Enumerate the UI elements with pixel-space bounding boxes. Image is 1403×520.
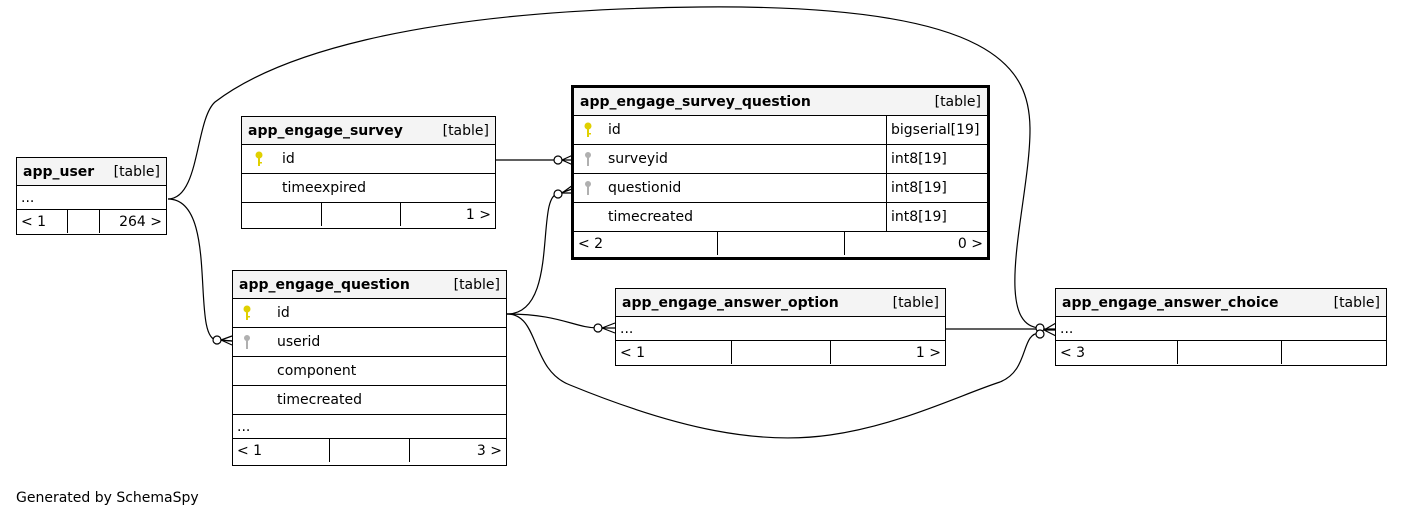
table-app-engage-survey-question[interactable]: app_engage_survey_question [table] id bi… [571, 85, 990, 260]
optional-marker [553, 189, 563, 199]
table-kind: [table] [113, 163, 160, 180]
optional-marker [553, 155, 563, 165]
footer-middle [68, 210, 100, 233]
parents-count: < 3 [1056, 341, 1178, 364]
column-name: questionid [608, 180, 682, 196]
table-app-engage-answer-option[interactable]: app_engage_answer_option [table] ... < 1… [615, 288, 946, 366]
children-count: 1 > [915, 344, 941, 361]
edge-question-answerchoice [506, 313, 1041, 439]
children-count: 3 > [476, 442, 502, 459]
table-app-user[interactable]: app_user [table] ... < 1 264 > [16, 157, 167, 235]
more-columns: ... [1056, 317, 1386, 341]
table-kind: [table] [453, 276, 500, 293]
table-name: app_engage_answer_choice [1062, 294, 1279, 311]
footer-middle [718, 232, 845, 255]
crowfoot-marker [1043, 322, 1057, 337]
table-name: app_engage_survey [248, 122, 403, 139]
column-row: timeexpired [242, 174, 495, 203]
column-row: id [233, 299, 506, 328]
table-footer: < 3 [1056, 341, 1386, 364]
children-count: 1 > [465, 206, 491, 223]
table-kind: [table] [442, 122, 489, 139]
primary-key-icon [233, 305, 261, 321]
column-row: component [233, 357, 506, 386]
table-header: app_user [table] [17, 158, 166, 186]
footer-middle [330, 439, 410, 462]
parents-count [242, 203, 322, 226]
column-name: id [608, 122, 621, 138]
column-name: userid [277, 334, 321, 350]
edge-user-answer-choice [167, 6, 1041, 329]
table-app-engage-answer-choice[interactable]: app_engage_answer_choice [table] ... < 3 [1055, 288, 1387, 366]
table-app-engage-survey[interactable]: app_engage_survey [table] id timeexpired… [241, 116, 496, 229]
table-footer: < 2 0 > [574, 232, 987, 255]
parents-count: < 1 [616, 341, 732, 364]
column-type: bigserial[19] [886, 116, 987, 144]
table-name: app_user [23, 163, 95, 180]
column-row: questionid int8[19] [574, 174, 987, 203]
column-name: timecreated [277, 392, 362, 408]
column-row: timecreated int8[19] [574, 203, 987, 232]
column-name: id [277, 305, 290, 321]
column-row: userid [233, 328, 506, 357]
column-row: id [242, 145, 495, 174]
column-row: id bigserial[19] [574, 116, 987, 145]
table-footer: 1 > [242, 203, 495, 226]
generator-credit: Generated by SchemaSpy [16, 490, 199, 506]
table-header: app_engage_survey [table] [242, 117, 495, 145]
more-columns: ... [233, 415, 506, 439]
more-columns: ... [17, 186, 166, 210]
more-columns: ... [616, 317, 945, 341]
column-type: int8[19] [886, 203, 987, 231]
table-kind: [table] [1333, 294, 1380, 311]
foreign-key-icon [233, 334, 261, 350]
footer-middle [322, 203, 401, 226]
footer-middle [1178, 341, 1282, 364]
table-app-engage-question[interactable]: app_engage_question [table] id userid co… [232, 270, 507, 466]
table-footer: < 1 1 > [616, 341, 945, 364]
edge-user-question [167, 198, 233, 342]
primary-key-icon [574, 122, 602, 138]
table-footer: < 1 3 > [233, 439, 506, 462]
primary-key-icon [242, 151, 276, 167]
column-type: int8[19] [886, 174, 987, 202]
table-header: app_engage_answer_choice [table] [1056, 289, 1386, 317]
optional-marker [212, 335, 222, 345]
foreign-key-icon [574, 151, 602, 167]
column-name: surveyid [608, 151, 668, 167]
parents-count: < 2 [574, 232, 718, 255]
column-type: int8[19] [886, 145, 987, 173]
table-footer: < 1 264 > [17, 210, 166, 233]
crowfoot-marker [220, 335, 233, 346]
children-count [1282, 341, 1386, 364]
table-header: app_engage_question [table] [233, 271, 506, 299]
table-name: app_engage_survey_question [580, 93, 811, 110]
optional-marker [1035, 329, 1045, 339]
foreign-key-icon [574, 180, 602, 196]
column-name: id [282, 151, 295, 167]
table-name: app_engage_answer_option [622, 294, 839, 311]
column-row: timecreated [233, 386, 506, 415]
parents-count: < 1 [233, 439, 330, 462]
column-name: component [277, 363, 357, 379]
column-row: surveyid int8[19] [574, 145, 987, 174]
optional-marker [593, 323, 603, 333]
table-kind: [table] [934, 93, 981, 110]
table-header: app_engage_survey_question [table] [574, 88, 987, 116]
parents-count: < 1 [17, 210, 68, 233]
children-count: 264 > [119, 213, 162, 230]
crowfoot-marker [601, 322, 616, 334]
column-name: timecreated [608, 209, 693, 225]
table-header: app_engage_answer_option [table] [616, 289, 945, 317]
table-name: app_engage_question [239, 276, 410, 293]
children-count: 0 > [957, 235, 983, 252]
column-name: timeexpired [282, 180, 367, 196]
table-kind: [table] [892, 294, 939, 311]
edge-question-surveyquestion [506, 188, 573, 315]
footer-middle [732, 341, 831, 364]
